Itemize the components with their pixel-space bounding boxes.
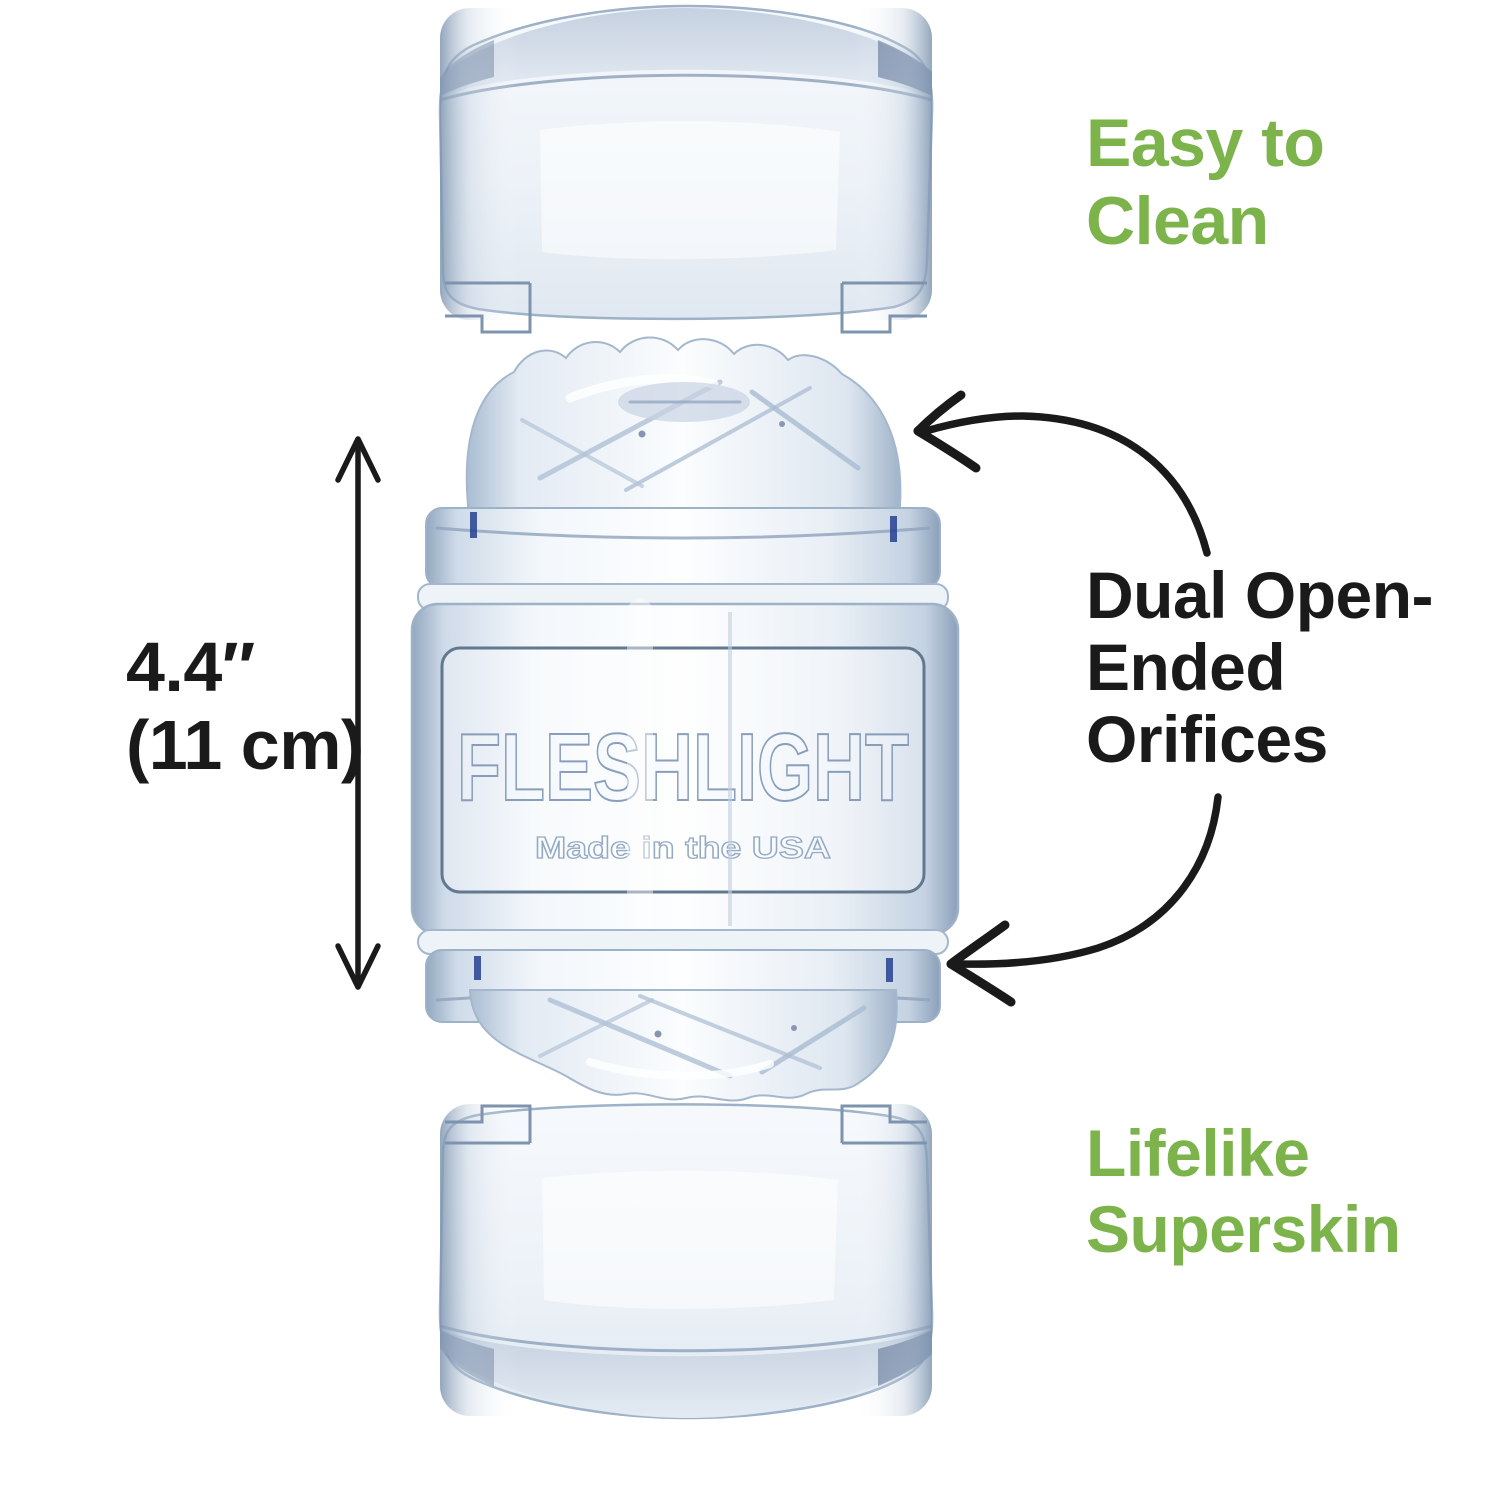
embossed-logo-text: FLESHLIGHT [457,714,909,821]
bottom-cap-notch-left [445,1104,532,1145]
sleeve-logo-frame [440,646,926,894]
top-cap-notch-right [840,281,927,334]
collar-tick [470,512,477,538]
bottom-cap [438,1103,934,1420]
top-cap [438,4,934,334]
collar-tick [474,956,481,980]
bottom-cap-notch-right [840,1104,927,1145]
easy-to-clean-label: Easy to Clean [1086,105,1325,260]
sleeve-upper-collar-lip [435,526,931,540]
collar-tick [890,516,897,542]
top-cap-notch-left [445,281,532,334]
length-measurement-label: 4.4″ (11 cm) [126,628,364,785]
sleeve-top-dome-texture [520,374,861,492]
callout-arrow-bottom [946,793,1222,1007]
lifelike-superskin-label: Lifelike Superskin [1086,1116,1401,1266]
sleeve-bottom-dome [468,989,898,1102]
bottom-cap-sheen [542,1170,838,1309]
top-cap-sheen [540,121,840,260]
sleeve-bottom-dome-texture [538,994,867,1080]
collar-tick [886,958,893,982]
sleeve-top-dome [465,336,902,541]
product-image: FLESHLIGHT Made in the USA [410,4,960,1420]
dual-open-ended-orifices-label: Dual Open- Ended Orifices [1086,558,1434,776]
embossed-note-text: Made in the USA [535,830,831,865]
sleeve-upper-collar [425,507,941,589]
sleeve-body: FLESHLIGHT Made in the USA [410,336,960,1102]
